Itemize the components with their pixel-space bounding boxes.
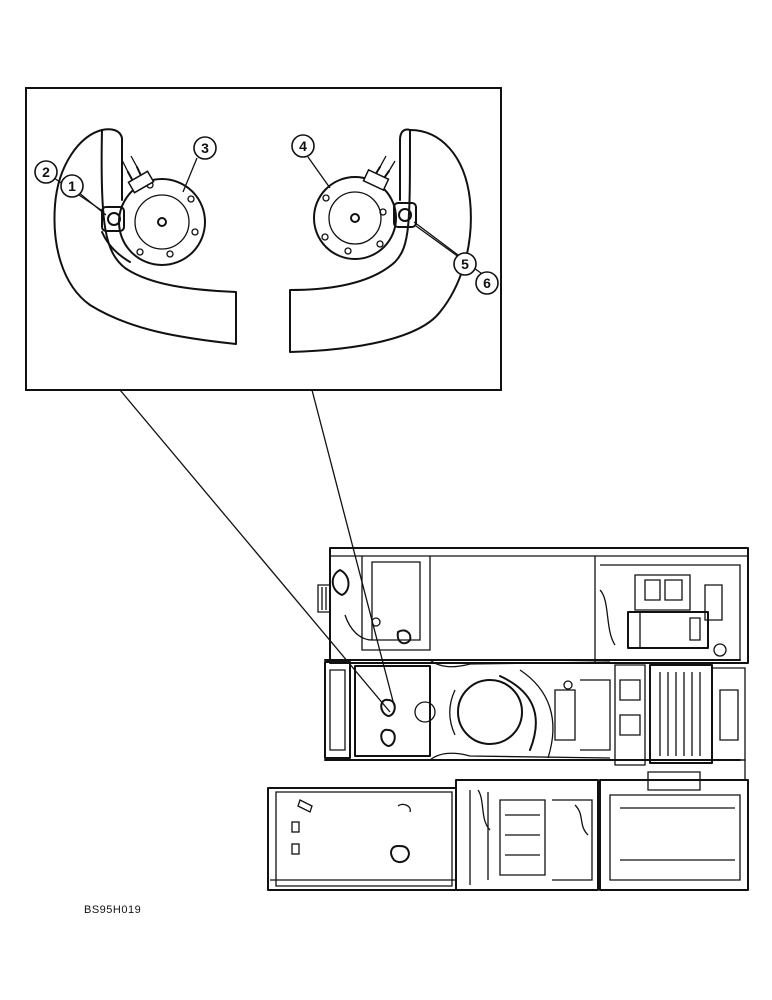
right-mount-bracket xyxy=(289,128,472,353)
detail-inset: 2 1 3 4 5 6 xyxy=(25,87,502,391)
left-motor xyxy=(118,155,206,266)
callout-4: 4 xyxy=(291,134,315,158)
callout-1: 1 xyxy=(60,174,84,198)
left-mount-bracket xyxy=(53,128,237,345)
right-motor-hub xyxy=(350,213,360,223)
callout-2-label: 2 xyxy=(42,164,50,180)
callout-1-label: 1 xyxy=(68,178,76,194)
callout-6-label: 6 xyxy=(483,275,491,291)
callout-6: 6 xyxy=(475,271,499,295)
callout-4-label: 4 xyxy=(299,138,307,154)
left-motor-hub xyxy=(157,217,167,227)
drawing-id: BS95H019 xyxy=(84,904,142,916)
left-clamp-bolt xyxy=(101,206,125,232)
callout-3-label: 3 xyxy=(201,140,209,156)
right-motor xyxy=(313,155,397,260)
right-clamp-bolt xyxy=(393,202,417,228)
callout-3: 3 xyxy=(193,136,217,160)
callout-5: 5 xyxy=(453,252,477,276)
callout-2: 2 xyxy=(34,160,58,184)
machine-overview xyxy=(267,547,749,891)
callout-5-label: 5 xyxy=(461,256,469,272)
